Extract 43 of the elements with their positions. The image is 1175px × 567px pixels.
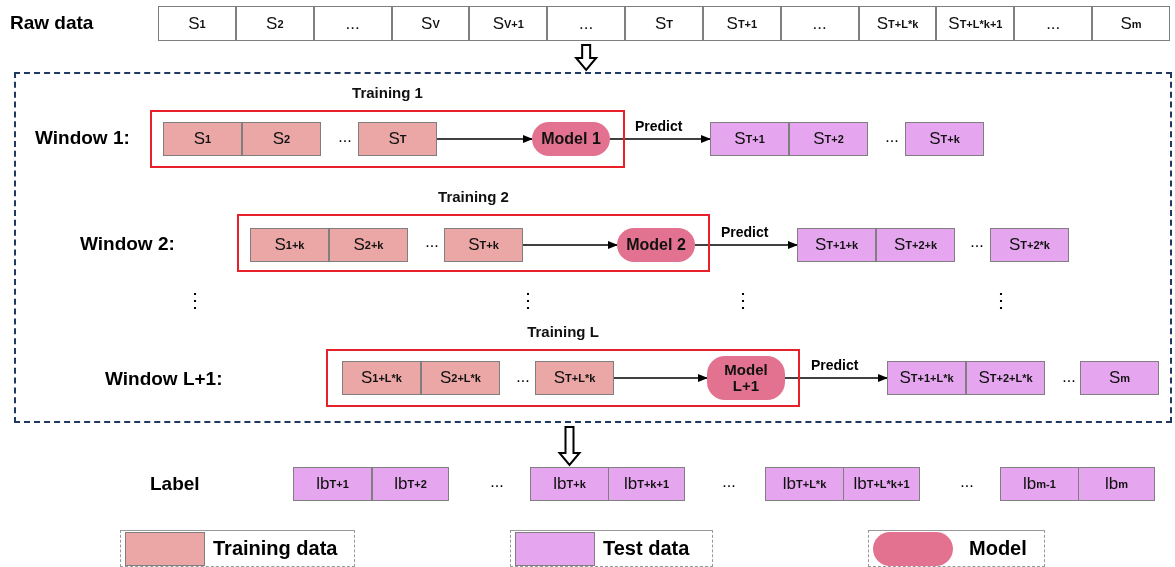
ellipsis: ...: [424, 233, 440, 251]
arrow: [784, 374, 888, 382]
row-label: Raw data: [10, 12, 94, 34]
model-node: Model 1: [532, 122, 610, 156]
legend-text: Test data: [603, 537, 690, 560]
row-label: Label: [150, 473, 200, 495]
data-cell: ...: [313, 6, 392, 41]
block-arrow: [574, 44, 599, 72]
ellipsis: ...: [489, 473, 505, 491]
arrow: [613, 374, 708, 382]
legend-text: Model: [969, 537, 1027, 560]
arrow: [694, 241, 798, 249]
ellipsis: ...: [969, 233, 985, 251]
ellipsis: ...: [884, 128, 900, 146]
ellipsis: ⋮: [732, 288, 754, 312]
edge-label: Predict: [720, 224, 770, 240]
arrow: [609, 135, 711, 143]
edge-label: Predict: [810, 357, 860, 373]
ellipsis: ⋮: [517, 288, 539, 312]
ellipsis: ...: [337, 128, 353, 146]
row-label: Window 2:: [80, 233, 175, 255]
arrow: [522, 241, 618, 249]
ellipsis: ...: [1061, 368, 1077, 386]
window-title: Training L: [526, 324, 600, 340]
ellipsis: ⋮: [990, 288, 1012, 312]
row-label: Window L+1:: [105, 368, 223, 390]
window-title: Training 2: [437, 189, 510, 205]
model-node: Model L+1: [707, 356, 785, 400]
arrow: [436, 135, 533, 143]
model-node: Model 2: [617, 228, 695, 262]
ellipsis: ⋮: [184, 288, 206, 312]
ellipsis: ...: [515, 368, 531, 386]
sliding-window-panel: [14, 72, 1172, 423]
legend-text: Training data: [213, 537, 338, 560]
window-title: Training 1: [351, 85, 424, 101]
block-arrow: [557, 426, 582, 467]
row-label: Window 1:: [35, 127, 130, 149]
data-cell: ...: [547, 6, 626, 41]
edge-label: Predict: [634, 118, 684, 134]
data-cell: ...: [780, 6, 859, 41]
ellipsis: ...: [959, 473, 975, 491]
ellipsis: ...: [721, 473, 737, 491]
data-cell: ...: [1014, 6, 1093, 41]
